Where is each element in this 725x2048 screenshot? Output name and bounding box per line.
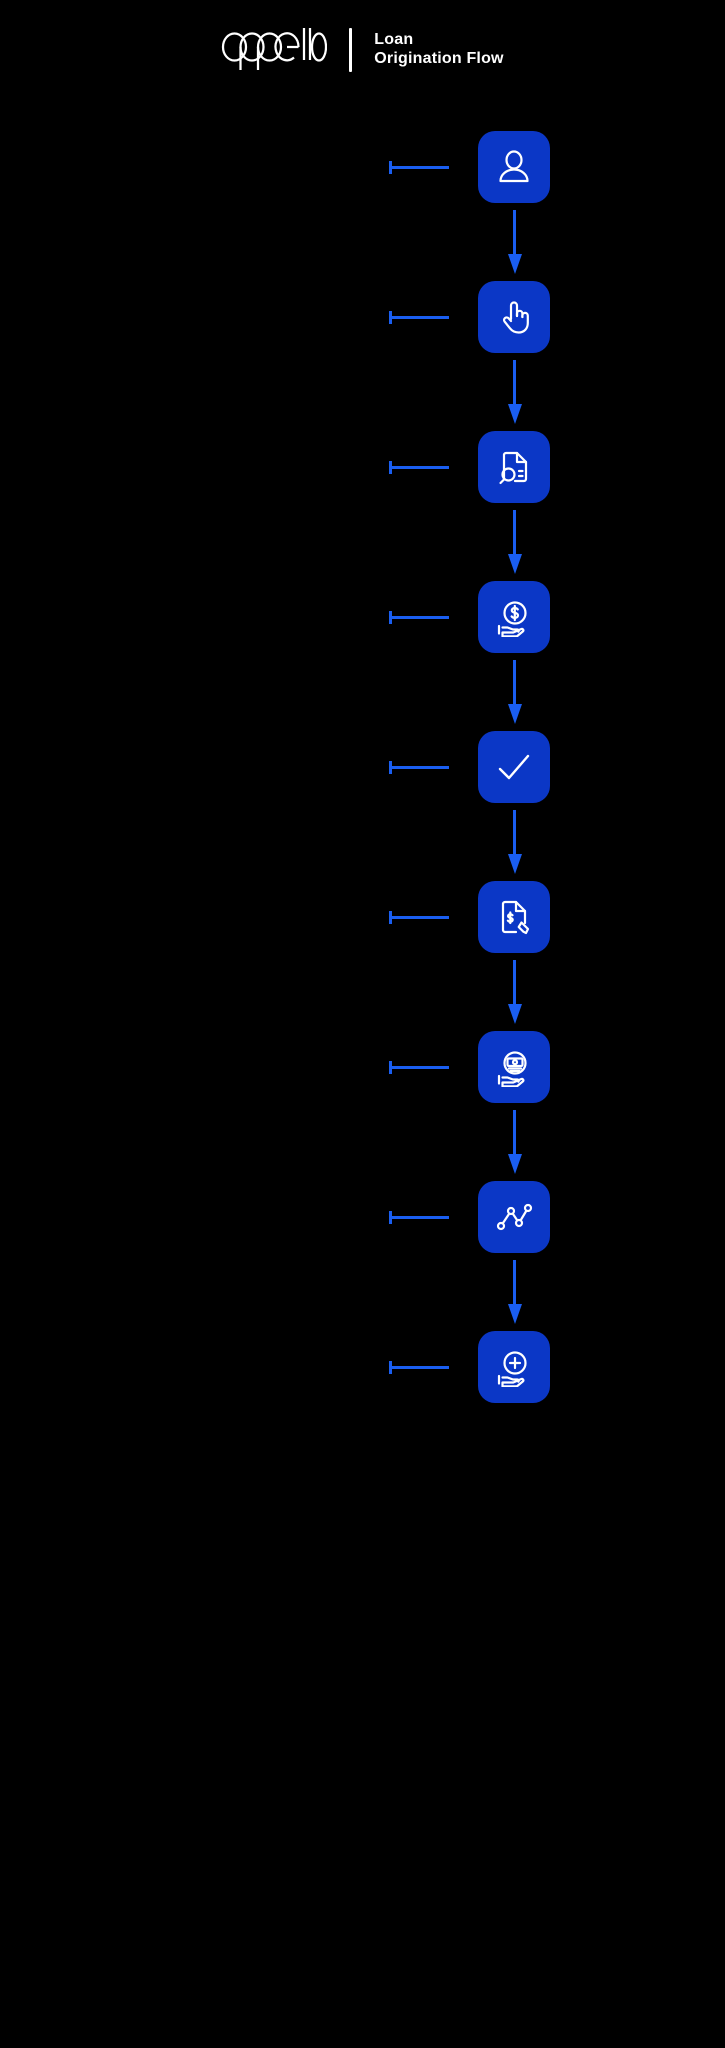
step-connector-line-1 <box>389 161 449 174</box>
arrow-head-icon <box>508 1154 522 1174</box>
flow-step-tile-9[interactable] <box>478 1331 550 1403</box>
page-header: Loan Origination Flow <box>0 0 725 100</box>
down-arrow-connector <box>506 1256 524 1328</box>
flow-step-tile-3[interactable] <box>478 431 550 503</box>
step-connector-line-9 <box>389 1361 449 1374</box>
flow-step-8[interactable] <box>0 1178 725 1256</box>
down-arrow-connector <box>506 656 524 728</box>
connector-line <box>389 1366 449 1369</box>
flow-arrow-7 <box>0 1106 725 1178</box>
flow-step-3[interactable] <box>0 428 725 506</box>
arrow-shaft <box>513 960 516 1008</box>
arrow-shaft <box>513 660 516 708</box>
flow-step-tile-4[interactable] <box>478 581 550 653</box>
arrow-head-icon <box>508 254 522 274</box>
flow-step-2[interactable] <box>0 278 725 356</box>
arrow-shaft <box>513 810 516 858</box>
line-chart-analytics-icon <box>496 1203 533 1231</box>
flow-step-tile-7[interactable] <box>478 1031 550 1103</box>
flow-arrow-1 <box>0 206 725 278</box>
down-arrow-connector <box>506 956 524 1028</box>
down-arrow-connector <box>506 1106 524 1178</box>
flow-step-6[interactable] <box>0 878 725 956</box>
checkmark-approval-icon <box>498 754 530 780</box>
step-connector-line-8 <box>389 1211 449 1224</box>
flow-arrow-8 <box>0 1256 725 1328</box>
flow-step-4[interactable] <box>0 578 725 656</box>
document-dollar-signature-pen-icon <box>501 900 530 935</box>
step-connector-line-5 <box>389 761 449 774</box>
flow-arrow-3 <box>0 506 725 578</box>
down-arrow-connector <box>506 806 524 878</box>
flow-step-tile-8[interactable] <box>478 1181 550 1253</box>
flow-step-1[interactable] <box>0 128 725 206</box>
connector-line <box>389 1216 449 1219</box>
user-profile-icon <box>499 150 529 183</box>
connector-line <box>389 916 449 919</box>
flow-arrow-5 <box>0 806 725 878</box>
arrow-shaft <box>513 210 516 258</box>
flow-step-tile-2[interactable] <box>478 281 550 353</box>
connector-line <box>389 1066 449 1069</box>
hand-holding-dollar-coin-icon <box>497 601 527 637</box>
flow-arrow-2 <box>0 356 725 428</box>
connector-line <box>389 466 449 469</box>
flow-diagram <box>0 128 725 1406</box>
arrow-shaft <box>513 510 516 558</box>
arrow-head-icon <box>508 704 522 724</box>
step-connector-line-2 <box>389 311 449 324</box>
step-connector-line-7 <box>389 1061 449 1074</box>
arrow-head-icon <box>508 1004 522 1024</box>
connector-line <box>389 766 449 769</box>
flow-step-5[interactable] <box>0 728 725 806</box>
step-connector-line-4 <box>389 611 449 624</box>
pointing-hand-click-icon <box>503 301 529 334</box>
step-connector-line-6 <box>389 911 449 924</box>
arrow-shaft <box>513 360 516 408</box>
flow-step-9[interactable] <box>0 1328 725 1406</box>
flow-step-tile-5[interactable] <box>478 731 550 803</box>
connector-line <box>389 166 449 169</box>
appello-wordmark-icon <box>222 28 328 70</box>
hand-holding-plus-circle-icon <box>497 1351 527 1387</box>
arrow-head-icon <box>508 1304 522 1324</box>
flow-step-tile-1[interactable] <box>478 131 550 203</box>
step-connector-line-3 <box>389 461 449 474</box>
arrow-head-icon <box>508 854 522 874</box>
appello-logo <box>221 21 328 79</box>
down-arrow-connector <box>506 356 524 428</box>
flow-arrow-4 <box>0 656 725 728</box>
flow-arrow-6 <box>0 956 725 1028</box>
connector-line <box>389 316 449 319</box>
page-title-line-1: Loan <box>374 31 414 49</box>
connector-line <box>389 616 449 619</box>
document-search-review-icon <box>499 451 528 485</box>
page-title: Loan Origination Flow <box>374 31 503 69</box>
arrow-head-icon <box>508 404 522 424</box>
page-title-line-2: Origination Flow <box>374 50 504 67</box>
flow-step-7[interactable] <box>0 1028 725 1106</box>
arrow-head-icon <box>508 554 522 574</box>
down-arrow-connector <box>506 206 524 278</box>
flow-step-tile-6[interactable] <box>478 881 550 953</box>
arrow-shaft <box>513 1110 516 1158</box>
arrow-shaft <box>513 1260 516 1308</box>
header-divider <box>349 28 353 72</box>
hand-holding-cash-banknotes-icon <box>497 1051 527 1087</box>
down-arrow-connector <box>506 506 524 578</box>
